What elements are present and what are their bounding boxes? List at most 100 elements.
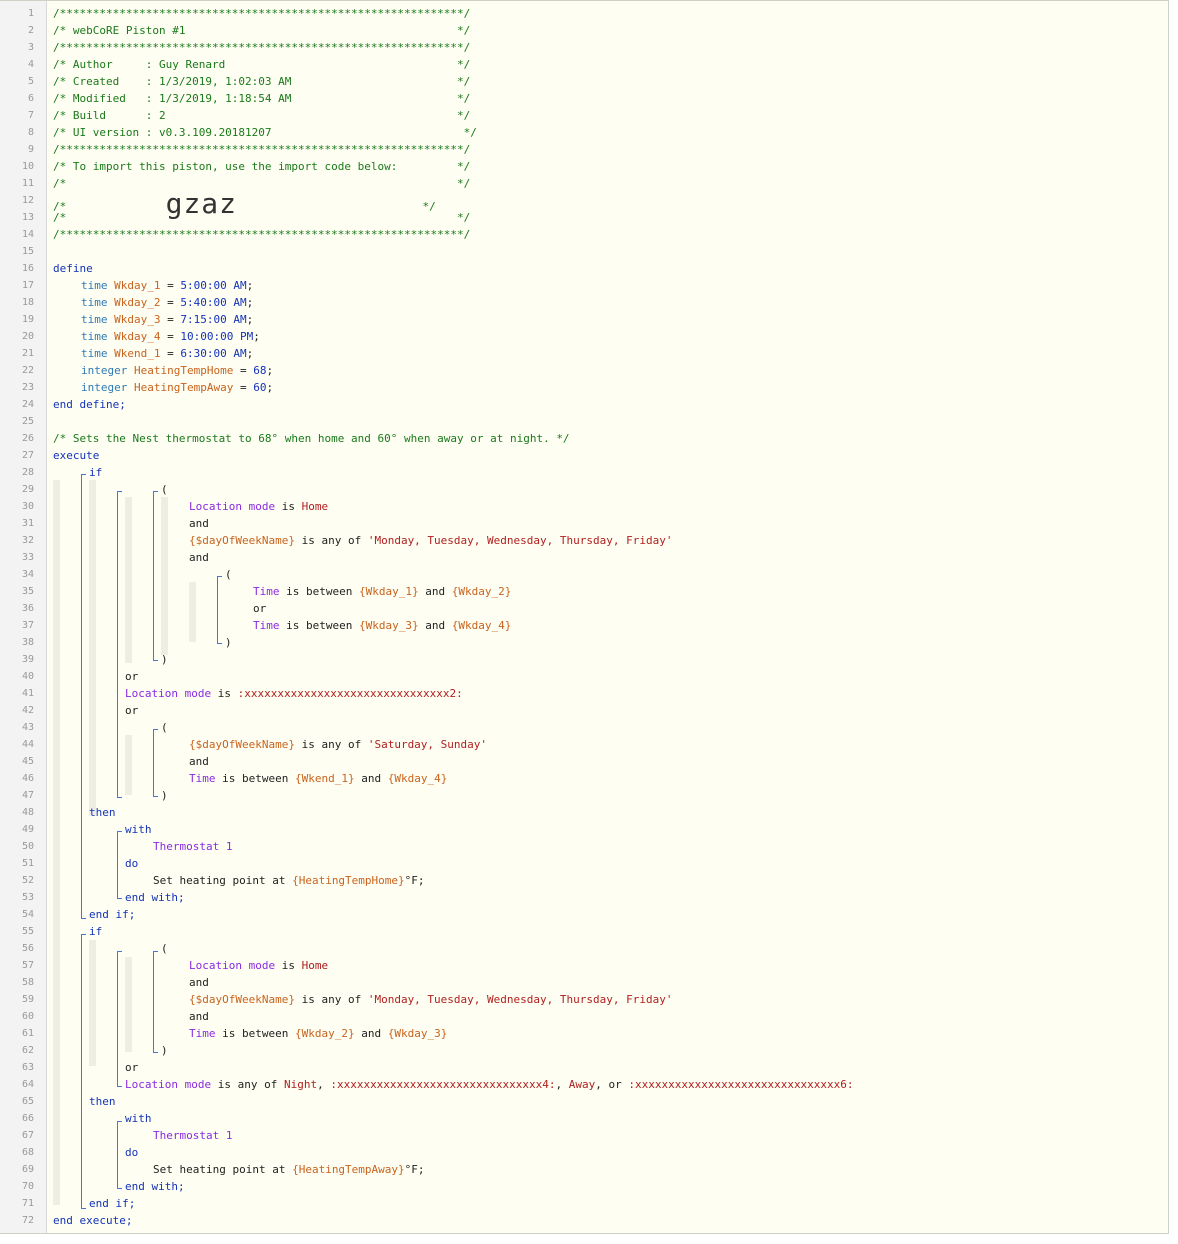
comment: /* webCoRE Piston #1 */ [53, 24, 471, 37]
comment: /* To import this piston, use the import… [53, 160, 471, 173]
variable-definition[interactable]: 19 time Wkday_3 = 7:15:00 AM; [0, 311, 1168, 328]
comment: */ [237, 200, 436, 213]
line-number: 23 [21, 382, 34, 393]
if-block-bracket [81, 934, 86, 1209]
line-number: 17 [21, 280, 34, 291]
line-number: 14 [21, 229, 34, 240]
condition[interactable]: 44{$dayOfWeekName} is any of 'Saturday, … [0, 736, 1168, 753]
line-number: 70 [21, 1181, 34, 1192]
condition[interactable]: 32{$dayOfWeekName} is any of 'Monday, Tu… [0, 532, 1168, 549]
line-number: 24 [21, 399, 34, 410]
code-text: or [125, 670, 139, 683]
if-keyword[interactable]: if [89, 466, 103, 479]
code-text: integer HeatingTempHome = 68; [81, 364, 274, 377]
code-text: or [125, 704, 139, 717]
line-number: 19 [21, 314, 34, 325]
code-line: 38) [0, 634, 1168, 651]
paren-group-bracket [153, 951, 158, 1053]
keyword: execute [53, 449, 100, 462]
indent-guide [161, 497, 168, 655]
code-text: Time is between {Wkend_1} and {Wkday_4} [189, 772, 448, 785]
line-number: 39 [21, 654, 34, 665]
condition[interactable]: 35 Time is between {Wkday_1} and {Wkday_2… [0, 583, 1168, 600]
line-number: 8 [27, 127, 34, 138]
code-text: time Wkday_3 = 7:15:00 AM; [81, 313, 254, 326]
code-line: 1/**************************************… [0, 5, 1168, 22]
code-line: 14/*************************************… [0, 226, 1168, 243]
line-number: 65 [21, 1096, 34, 1107]
code-text: Location mode is :xxxxxxxxxxxxxxxxxxxxxx… [125, 687, 463, 700]
code-text: ) [161, 789, 168, 802]
line-number: 56 [21, 943, 34, 954]
indent-guide [125, 735, 132, 795]
code-text: Time is between {Wkday_1} and {Wkday_2} [253, 585, 512, 598]
code-text: Time is between {Wkday_3} and {Wkday_4} [253, 619, 512, 632]
line-number: 35 [21, 586, 34, 597]
comment: /* Sets the Nest thermostat to 68° when … [53, 432, 570, 445]
indent-guide [125, 497, 132, 663]
code-text: ) [225, 636, 232, 649]
line-number-gutter [0, 1, 47, 1233]
indent-guide [89, 480, 96, 816]
line-number: 72 [21, 1215, 34, 1226]
code-text: Location mode is Home [189, 500, 329, 513]
if-keyword[interactable]: if [89, 925, 103, 938]
code-line: 62) [0, 1042, 1168, 1059]
line-number: 50 [21, 841, 34, 852]
with-block-bracket [117, 1121, 122, 1189]
line-number: 53 [21, 892, 34, 903]
comment: /* Author : Guy Renard */ [53, 58, 471, 71]
indent-guide [125, 957, 132, 1052]
code-text: end if; [89, 908, 136, 921]
line-number: 61 [21, 1028, 34, 1039]
code-text: with [125, 1112, 152, 1125]
line-number: 25 [21, 416, 34, 427]
condition[interactable]: 59{$dayOfWeekName} is any of 'Monday, Tu… [0, 991, 1168, 1008]
indent-guide [189, 582, 196, 642]
code-text: end execute; [53, 1214, 133, 1227]
line-number: 30 [21, 501, 34, 512]
line-number: 16 [21, 263, 34, 274]
condition[interactable]: 30 Location mode is Home [0, 498, 1168, 515]
code-text: and [189, 551, 209, 564]
code-text: time Wkend_1 = 6:30:00 AM; [81, 347, 254, 360]
code-line: 15 [0, 243, 1168, 260]
line-number: 10 [21, 161, 34, 172]
line-number: 64 [21, 1079, 34, 1090]
code-text: {$dayOfWeekName} is any of 'Monday, Tues… [189, 993, 673, 1006]
line-number: 3 [27, 42, 34, 53]
import-code[interactable]: gzaz [165, 187, 238, 220]
code-text: {$dayOfWeekName} is any of 'Monday, Tues… [189, 534, 673, 547]
comment: /* */ [53, 211, 471, 224]
line-number: 43 [21, 722, 34, 733]
code-line: 13/* */ [0, 209, 1168, 226]
comment: /* Created : 1/3/2019, 1:02:03 AM */ [53, 75, 471, 88]
line-number: 63 [21, 1062, 34, 1073]
with-block-bracket [117, 831, 122, 899]
